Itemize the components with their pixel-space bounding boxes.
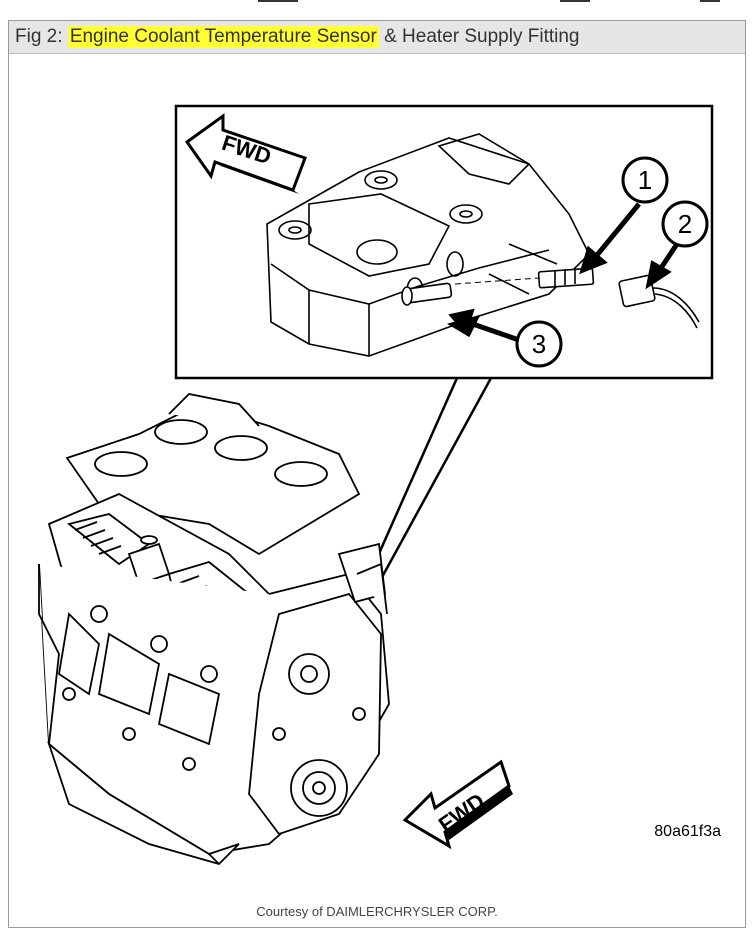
part-code: 80a61f3a	[654, 823, 721, 840]
svg-text:3: 3	[532, 329, 546, 359]
inset-detail: FWD	[174, 104, 714, 380]
engine-block	[38, 393, 390, 866]
fwd-arrow-main: FWD	[402, 759, 513, 850]
engine-diagram: FWD	[38, 104, 721, 866]
title-rest: & Heater Supply Fitting	[384, 26, 580, 47]
fig-label: Fig 2:	[15, 26, 63, 47]
leader-lines	[448, 202, 680, 343]
top-edge-fragments	[0, 0, 756, 6]
figure-frame: Fig 2: Engine Coolant Temperature Sensor…	[8, 20, 746, 928]
svg-text:1: 1	[638, 165, 652, 195]
svg-text:2: 2	[678, 209, 692, 239]
callout-2: 2	[661, 200, 709, 248]
callout-3: 3	[515, 320, 563, 368]
figure-caption: Courtesy of DAIMLERCHRYSLER CORP.	[256, 904, 498, 919]
fwd-arrow-inset: FWD	[184, 113, 307, 194]
callout-1: 1	[621, 156, 669, 204]
title-highlight: Engine Coolant Temperature Sensor	[67, 26, 379, 48]
sensor-connector	[618, 274, 700, 329]
heater-supply-fitting	[401, 282, 453, 306]
cylinder-head-detail	[266, 133, 590, 357]
figure-title-bar: Fig 2: Engine Coolant Temperature Sensor…	[9, 21, 745, 54]
alignment-line	[454, 277, 540, 285]
